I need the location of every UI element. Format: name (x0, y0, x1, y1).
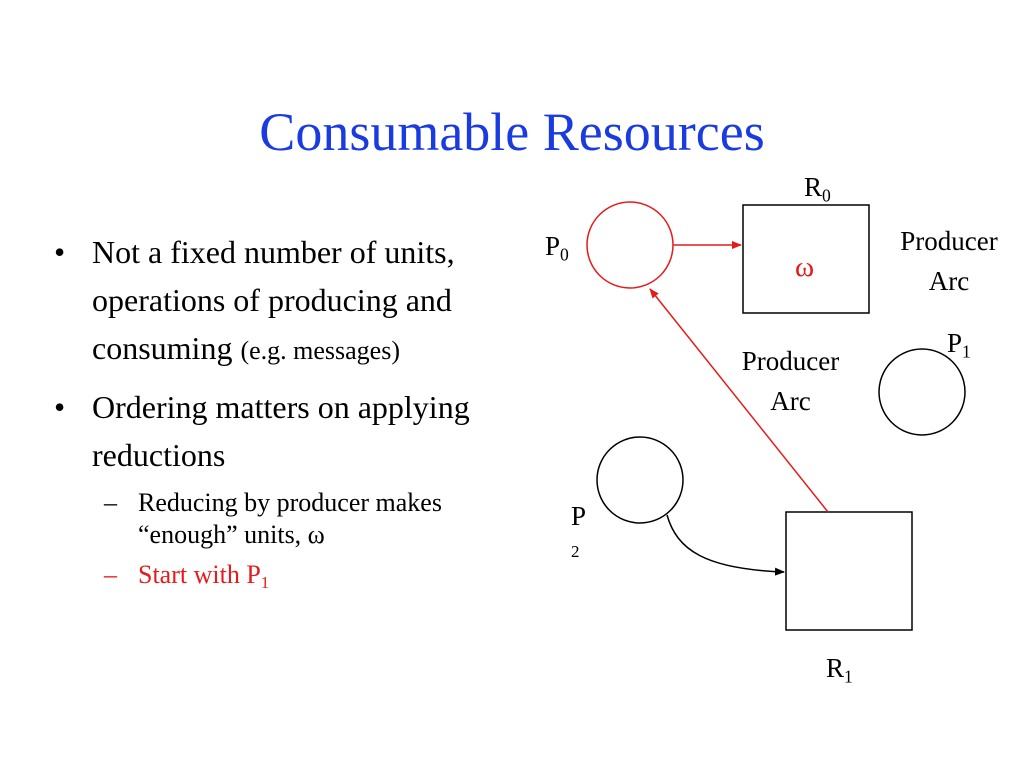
bullet-text: Not a fixed number of units, operations … (92, 234, 455, 366)
bullet-note: (e.g. messages) (240, 336, 400, 365)
resource-r0-box (742, 204, 870, 314)
bullet-text: Ordering matters on applying reductions (92, 389, 470, 473)
subbullet-subscript: 1 (260, 573, 270, 593)
subbullet-text: Reducing by producer makes “enough” unit… (138, 488, 442, 549)
bullet-dot-icon: • (54, 389, 66, 425)
r1-label: R1 (826, 653, 853, 687)
process-p0-circle (586, 201, 674, 289)
dash-icon: – (104, 488, 117, 517)
subbullet-text: Start with P (138, 560, 261, 589)
subbullet-item: – Reducing by producer makes “enough” un… (52, 487, 502, 551)
bullet-item: • Ordering matters on applying reduction… (52, 383, 502, 479)
slide-title: Consumable Resources (259, 102, 765, 162)
p2-label: P 2 (571, 501, 587, 561)
dash-icon: – (104, 560, 117, 589)
p1-label: P1 (947, 328, 971, 362)
producer-arc-r1-p0 (649, 288, 829, 513)
resource-r1-box (785, 511, 913, 631)
process-p1-circle (878, 348, 966, 436)
arc-p2-r1 (666, 514, 785, 576)
bullet-list: • Not a fixed number of units, operation… (52, 228, 502, 599)
r0-label: R0 (804, 172, 831, 206)
bullet-dot-icon: • (54, 234, 66, 270)
bullet-item: • Not a fixed number of units, operation… (52, 228, 502, 375)
process-p2-circle (596, 436, 684, 524)
producer-arc-label-middle: Producer Arc (741, 346, 840, 416)
omega-symbol: ω (795, 251, 815, 283)
p0-label: P0 (545, 231, 569, 265)
producer-arc-label-right: Producer Arc (900, 226, 998, 296)
subbullet-item-highlighted: – Start with P1 (52, 559, 502, 591)
